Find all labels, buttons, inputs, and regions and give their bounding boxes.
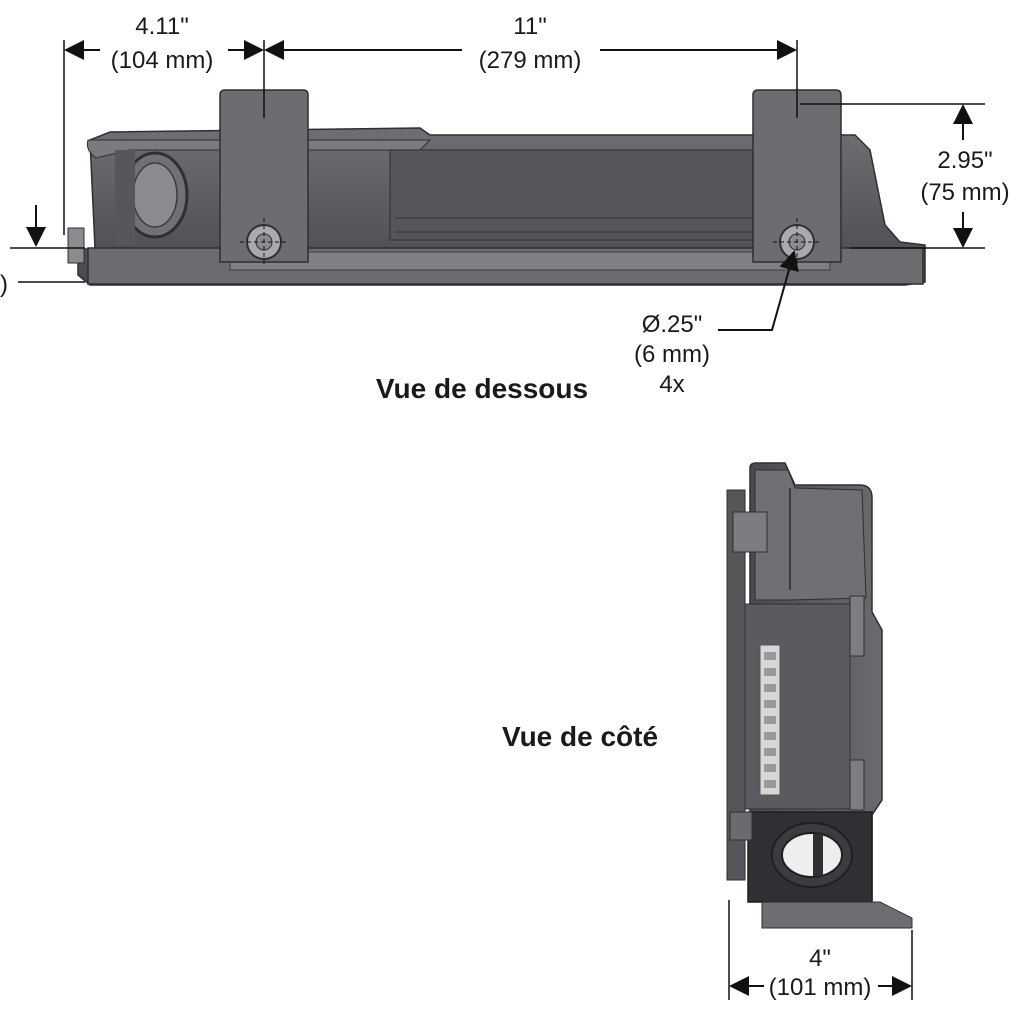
dim-hole-diameter-inches: Ø.25" [642, 311, 703, 338]
side-view-title: Vue de côté [502, 721, 658, 752]
dim-height-mm: (75 mm) [920, 179, 1009, 206]
dim-depth-mm: (101 mm) [769, 974, 872, 1001]
dim-height-inches: 2.95" [937, 147, 992, 174]
dim-hole-diameter: Ø.25" (6 mm) 4x [634, 250, 799, 398]
dim-left-offset-inches: 4.11" [135, 13, 188, 40]
dim-hole-spacing-mm: (279 mm) [479, 47, 582, 74]
dim-left-offset-mm: (104 mm) [111, 47, 214, 74]
side-view-device [726, 462, 913, 929]
dim-hole-spacing-inches: 11" [513, 13, 546, 40]
dim-hole-diameter-count: 4x [659, 371, 684, 398]
dim-depth-inches: 4" [809, 945, 831, 972]
dim-left-offset: 4.11" (104 mm) [64, 13, 264, 74]
terminal-slots [764, 652, 776, 788]
bottom-view-title: Vue de dessous [376, 373, 588, 404]
dim-depth: 4" (101 mm) [729, 945, 912, 1001]
dim-left-cut-label: ) [0, 271, 8, 298]
dim-left-small: ) [0, 205, 46, 298]
dim-hole-spacing: 11" (279 mm) [264, 13, 797, 74]
dim-hole-diameter-mm: (6 mm) [634, 341, 710, 368]
dim-height: 2.95" (75 mm) [920, 104, 1010, 248]
bottom-view-device [67, 89, 926, 286]
